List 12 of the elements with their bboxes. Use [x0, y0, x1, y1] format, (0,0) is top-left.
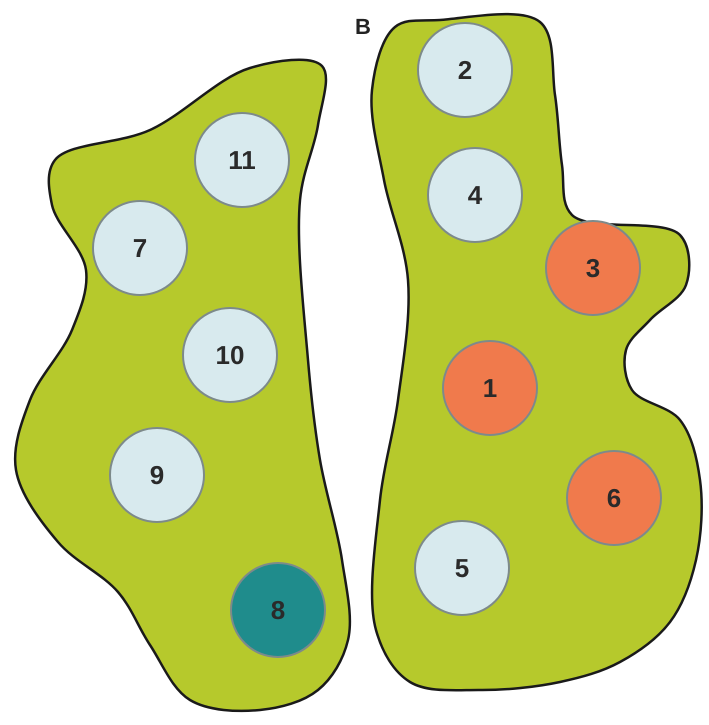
- circle-number: 7: [132, 232, 148, 264]
- panel-letter: B: [355, 14, 371, 40]
- circle-number: 5: [454, 552, 470, 584]
- circle-number: 4: [468, 180, 482, 210]
- circle-number: 10: [216, 340, 244, 370]
- circle-number: 2: [458, 54, 472, 86]
- circle-number: 11: [228, 144, 256, 176]
- circle-number: 6: [606, 482, 622, 514]
- circle-number: 3: [586, 252, 600, 284]
- circle-number: 8: [270, 594, 286, 626]
- circle-number: 9: [150, 460, 164, 490]
- circle-number: 1: [482, 372, 498, 404]
